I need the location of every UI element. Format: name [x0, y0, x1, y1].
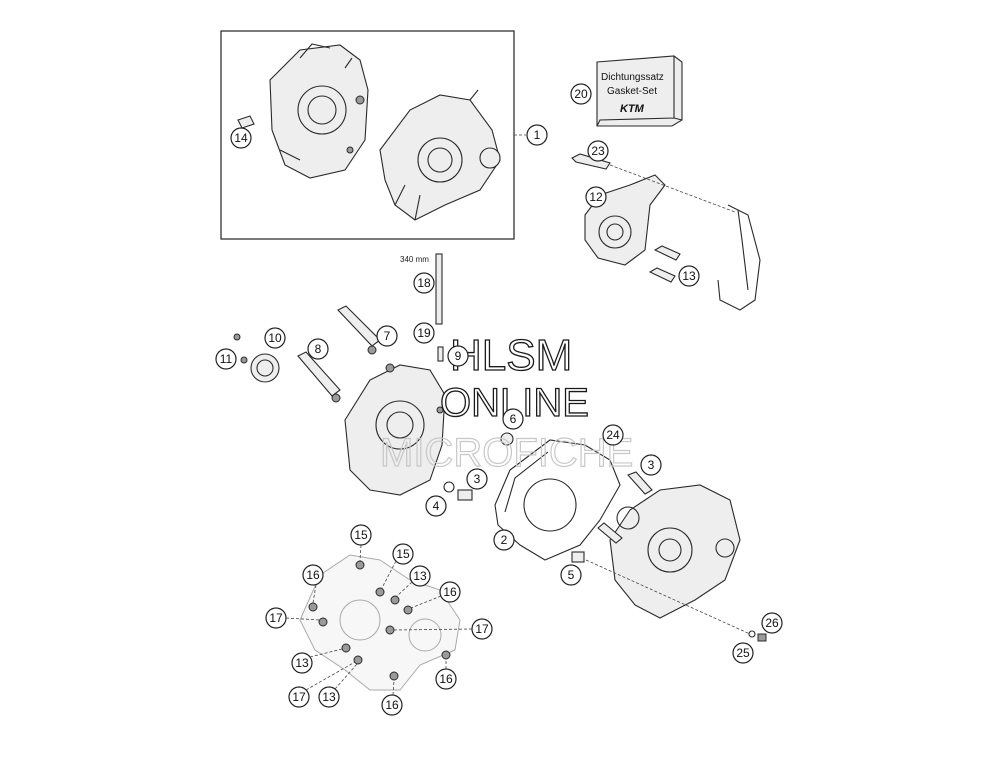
rod-18	[435, 253, 443, 325]
callout-23: 23	[587, 140, 609, 162]
svg-text:15: 15	[396, 547, 410, 561]
svg-text:20: 20	[574, 87, 588, 101]
svg-text:15: 15	[354, 528, 368, 542]
callout-3-left: 3	[466, 468, 488, 490]
callout-6: 6	[502, 408, 524, 430]
callout-20: 20	[570, 83, 592, 105]
watermark-line1: HLSM	[450, 331, 572, 380]
callout-14: 14	[230, 127, 252, 149]
svg-text:4: 4	[433, 499, 440, 513]
frame-section	[717, 204, 761, 311]
callout-8: 8	[307, 338, 329, 360]
small-parts-3-4-6	[443, 432, 514, 501]
svg-text:23: 23	[591, 144, 605, 158]
svg-text:13: 13	[295, 656, 309, 670]
svg-text:9: 9	[455, 349, 462, 363]
svg-text:7: 7	[384, 329, 391, 343]
cover-screws	[308, 560, 451, 681]
callout-16-a: 16	[302, 564, 324, 586]
callout-13-b: 13	[409, 565, 431, 587]
pins-3-5-right	[571, 471, 653, 563]
rod-length-dimension: 340 mm	[400, 255, 429, 264]
cover-10-11	[233, 333, 280, 383]
callout-19: 19	[413, 322, 435, 344]
callout-10: 10	[264, 327, 286, 349]
watermark-line3: MICROFICHE	[380, 431, 633, 475]
callout-16-d: 16	[381, 694, 403, 716]
callout-17-c: 17	[288, 686, 310, 708]
callout-17-b: 17	[471, 618, 493, 640]
svg-text:13: 13	[682, 269, 696, 283]
gasket-set-label-en: Gasket-Set	[607, 86, 657, 97]
ktm-logo: KTM	[620, 103, 645, 115]
svg-text:10: 10	[268, 331, 282, 345]
screw-23	[571, 153, 611, 170]
svg-text:1: 1	[534, 128, 541, 142]
svg-text:19: 19	[417, 326, 431, 340]
svg-text:16: 16	[306, 568, 320, 582]
callout-9: 9	[447, 345, 469, 367]
callout-3-right: 3	[640, 454, 662, 476]
svg-text:14: 14	[234, 131, 248, 145]
dowel-pins-7-8	[297, 305, 381, 403]
crankcase-half-left-top	[269, 43, 369, 179]
crankcase-half-right-middle	[609, 484, 741, 619]
svg-text:25: 25	[736, 646, 750, 660]
callout-5: 5	[560, 564, 582, 586]
svg-text:18: 18	[417, 276, 431, 290]
callout-11: 11	[215, 348, 237, 370]
svg-text:3: 3	[648, 458, 655, 472]
callout-24: 24	[602, 424, 624, 446]
callout-7: 7	[376, 325, 398, 347]
screws-13-right	[648, 245, 681, 283]
callout-13-right: 13	[678, 265, 700, 287]
svg-text:3: 3	[474, 472, 481, 486]
svg-text:11: 11	[220, 352, 233, 366]
svg-text:13: 13	[413, 569, 427, 583]
svg-text:16: 16	[385, 698, 399, 712]
callout-12: 12	[585, 186, 607, 208]
dowel-pin-14	[237, 115, 255, 129]
svg-text:24: 24	[606, 428, 620, 442]
gasket-set-box	[596, 55, 683, 127]
svg-text:17: 17	[475, 622, 489, 636]
retaining-ring-24	[616, 506, 640, 530]
screw-25-26	[748, 630, 767, 642]
callout-18: 18	[413, 272, 435, 294]
callout-2: 2	[493, 529, 515, 551]
svg-text:17: 17	[269, 611, 283, 625]
svg-text:12: 12	[589, 190, 603, 204]
svg-text:26: 26	[765, 616, 779, 630]
crankcase-half-left-middle	[344, 363, 446, 496]
callout-13-c: 13	[291, 652, 313, 674]
svg-text:2: 2	[501, 533, 508, 547]
callout-16-b: 16	[439, 581, 461, 603]
crankcase-half-right-top	[379, 89, 501, 221]
callout-4: 4	[425, 495, 447, 517]
callout-17-a: 17	[265, 607, 287, 629]
svg-text:6: 6	[510, 412, 517, 426]
callout-25: 25	[732, 642, 754, 664]
svg-text:13: 13	[322, 690, 336, 704]
svg-text:8: 8	[315, 342, 322, 356]
svg-text:16: 16	[439, 672, 453, 686]
callout-15-b: 15	[392, 543, 414, 565]
svg-text:17: 17	[292, 690, 306, 704]
callout-26: 26	[761, 612, 783, 634]
callout-15-a: 15	[350, 524, 372, 546]
crankcase-gasket-2	[494, 439, 621, 561]
svg-text:5: 5	[568, 568, 575, 582]
callout-13-d: 13	[318, 686, 340, 708]
svg-text:16: 16	[443, 585, 457, 599]
bottom-leader-lines	[285, 544, 473, 696]
callout-1: 1	[526, 124, 548, 146]
callout-16-c: 16	[435, 668, 457, 690]
gasket-set-label-de: Dichtungssatz	[601, 72, 664, 83]
